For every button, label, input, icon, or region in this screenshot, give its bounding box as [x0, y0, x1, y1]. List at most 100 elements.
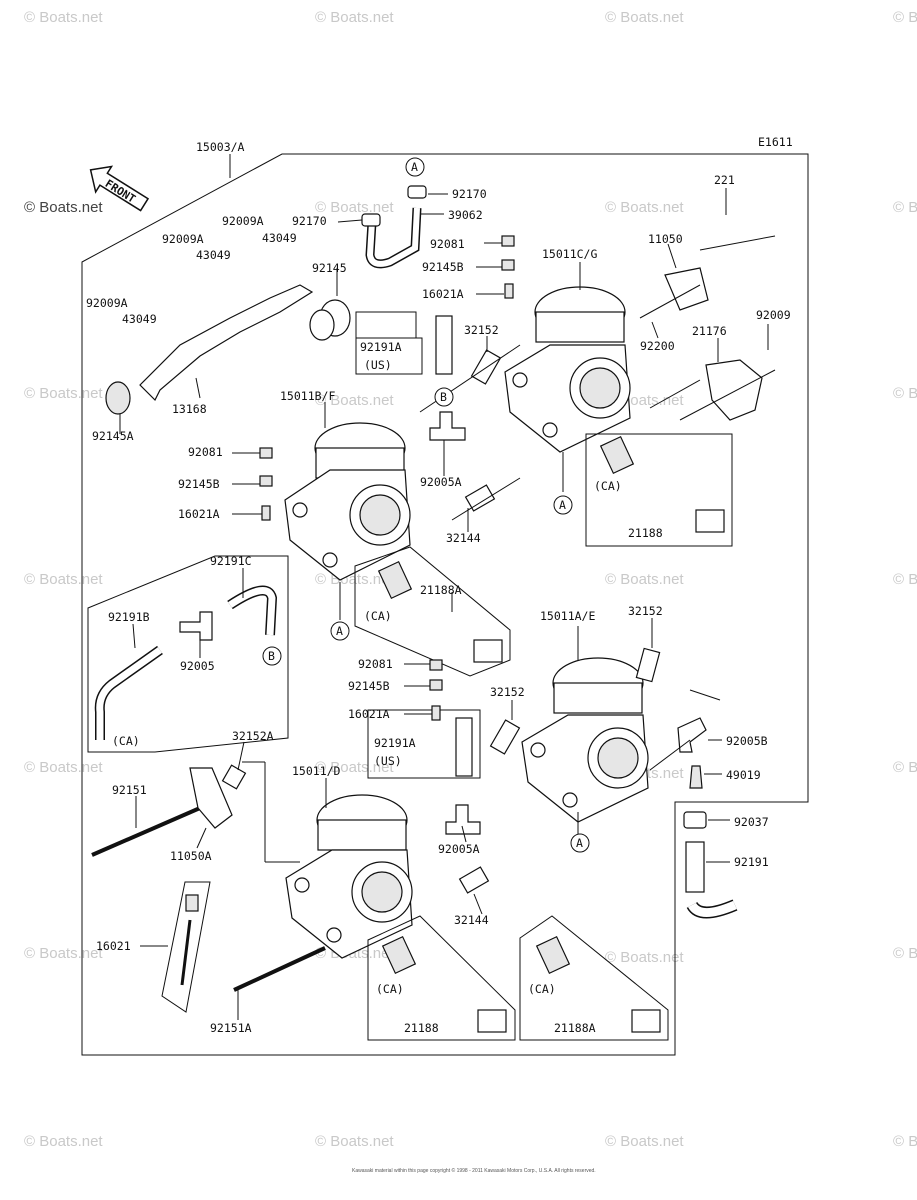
fitting-32152: [635, 647, 661, 683]
label-92145: 92145: [312, 261, 347, 275]
screw-16021-box: [161, 881, 211, 1013]
svg-text:A: A: [336, 624, 343, 638]
fitting-32152: [489, 719, 521, 755]
label-21188a: 21188A: [554, 1021, 596, 1035]
joint-92005a: [445, 804, 481, 835]
tube-92191a: [455, 717, 473, 777]
joint-92005: [179, 611, 213, 641]
label-92145a: 92145A: [92, 429, 134, 443]
watermark: © Boats.net: [24, 759, 103, 776]
callout-a: A: [570, 833, 590, 853]
watermark: © Boats.net: [315, 759, 394, 776]
label-ca: (CA): [594, 479, 622, 493]
watermark: © Boats.net: [315, 1133, 394, 1150]
label-92191b: 92191B: [108, 610, 150, 624]
label-32152: 32152: [490, 685, 525, 699]
watermark: © Boats.net: [24, 945, 103, 962]
label-92009a: 92009A: [162, 232, 204, 246]
watermark: © Boats.net: [315, 199, 394, 216]
spring-icon: [259, 235, 515, 721]
svg-text:A: A: [576, 836, 583, 850]
label-21176: 21176: [692, 324, 727, 338]
label-92170: 92170: [452, 187, 487, 201]
boot-92145: [309, 299, 351, 341]
watermark: © Boats.net: [24, 199, 103, 216]
label-92005: 92005: [180, 659, 215, 673]
boot-92145a: [105, 381, 131, 415]
joint-92005a: [429, 411, 466, 441]
ca-box-21188a-low: [519, 915, 669, 1041]
us-box-top: [355, 337, 423, 375]
holder-11050a: [189, 767, 233, 829]
label-ca: (CA): [528, 982, 556, 996]
ca-box-92191b: [87, 555, 289, 753]
label-16021a: 16021A: [178, 507, 220, 521]
bolt-92151a: [233, 946, 326, 992]
label-21188: 21188: [628, 526, 663, 540]
watermark: © Boats.net: [893, 385, 917, 402]
watermark: © Boats.net: [24, 571, 103, 588]
label-ca: (CA): [376, 982, 404, 996]
sensor-21188a-head: [535, 935, 571, 975]
label-43049: 43049: [196, 248, 231, 262]
bolt-92151: [91, 806, 201, 857]
svg-text:A: A: [559, 498, 566, 512]
screw-16021: [180, 919, 192, 986]
label-39062: 39062: [448, 208, 483, 222]
clamp-92037: [683, 811, 707, 829]
label-13168: 13168: [172, 402, 207, 416]
callout-b: B: [262, 646, 282, 666]
label-92191: 92191: [734, 855, 769, 869]
tube-92191a: [435, 315, 453, 375]
ca-box-21188a: [354, 546, 511, 677]
ca-box-21188-top: [585, 433, 733, 547]
label-92191c: 92191C: [210, 554, 252, 568]
label-49019: 49019: [726, 768, 761, 782]
watermark: © Boats.net: [24, 385, 103, 402]
leader-lines: [119, 188, 776, 1020]
sensor-21188-head: [599, 435, 635, 475]
assembly-outline: [81, 153, 809, 1056]
callout-a: A: [330, 621, 350, 641]
label-32144: 32144: [446, 531, 481, 545]
label-21188a: 21188A: [420, 583, 462, 597]
pipe-32144: [464, 484, 496, 512]
label-us: (US): [364, 358, 392, 372]
watermark: © Boats.net: [605, 9, 684, 26]
callout-a: A: [553, 495, 573, 515]
connector-21188a: [631, 1009, 661, 1033]
filter-49019: [689, 765, 703, 789]
watermark: © Boats.net: [605, 199, 684, 216]
label-92081: 92081: [188, 445, 223, 459]
carburetor-15011cg: [504, 286, 631, 453]
label-92005a: 92005A: [420, 475, 462, 489]
carburetor-15011ae: [521, 657, 649, 823]
tube-92191: [685, 841, 705, 893]
fitting-32152a: [221, 764, 247, 790]
label-11050a: 11050A: [170, 849, 212, 863]
label-221: 221: [714, 173, 735, 187]
pipe-32144: [458, 866, 490, 894]
watermark: © Boats.net: [605, 1133, 684, 1150]
clamp-92170: [361, 213, 381, 227]
us-box-low: [367, 709, 481, 779]
label-32152: 32152: [628, 604, 663, 618]
sensor-21176: [705, 359, 763, 421]
spring-icon: [185, 894, 199, 912]
label-92145b: 92145B: [178, 477, 220, 491]
label-92151: 92151: [112, 783, 147, 797]
label-92037: 92037: [734, 815, 769, 829]
connector-21188a: [473, 639, 503, 663]
watermark: © Boats.net: [893, 759, 917, 776]
label-16021: 16021: [96, 939, 131, 953]
label-92200: 92200: [640, 339, 675, 353]
watermark: © Boats.net: [605, 571, 684, 588]
sensor-21188a-head: [377, 560, 413, 600]
watermark: © Boats.net: [605, 949, 684, 966]
connector-21188: [695, 509, 725, 533]
label-32152a: 32152A: [232, 729, 274, 743]
label-92191a: 92191A: [360, 340, 402, 354]
label-92145b: 92145B: [348, 679, 390, 693]
label-15011ae: 15011A/E: [540, 609, 595, 623]
